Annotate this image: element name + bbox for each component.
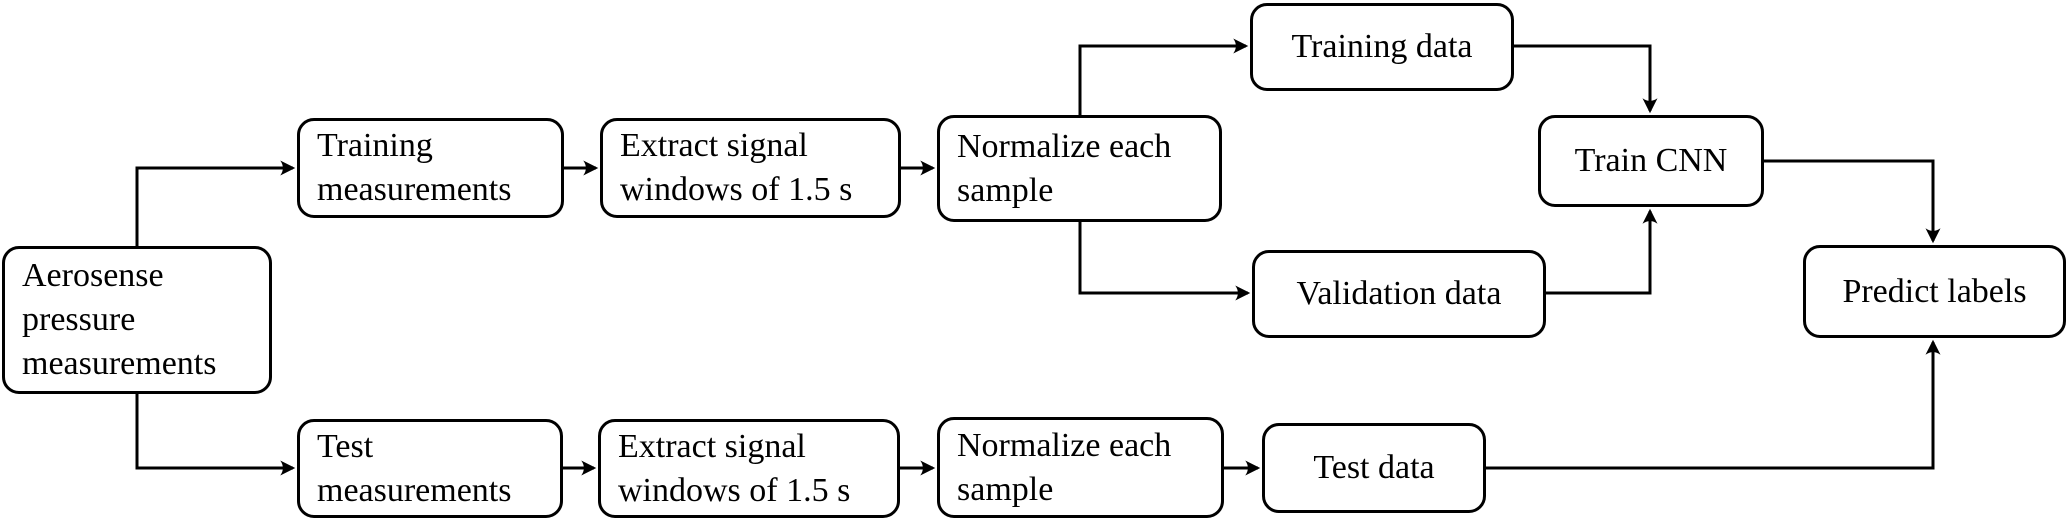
node-label: measurements [317,471,512,509]
node-label: Extract signal [620,127,808,164]
node-aerosense: Aerosense pressure measurements [2,246,272,394]
node-extract-windows-top: Extract signal windows of 1.5 s [600,118,901,218]
node-label: Validation data [1296,275,1502,312]
node-label: Test data [1313,449,1435,486]
node-label: pressure [22,301,136,338]
node-validation-data: Validation data [1252,250,1546,338]
node-predict-labels: Predict labels [1803,245,2066,338]
edge-aerosense-to-test-measurements [135,394,296,476]
node-extract-windows-bottom: Extract signal windows of 1.5 s [598,419,900,518]
node-label: measurements [22,345,217,382]
node-training-measurements: Training measurements [297,118,564,218]
edge-validation-data-to-train-cnn [1546,208,1658,295]
node-test-data: Test data [1262,423,1486,513]
node-normalize-bottom: Normalize each sample [937,417,1224,518]
edge-normalize-top-to-training-data [1078,38,1249,116]
node-label: windows of 1.5 s [620,171,853,208]
node-label: windows of 1.5 s [618,471,851,509]
node-label: Extract signal [618,427,806,465]
node-label: sample [957,171,1054,209]
node-label: sample [957,470,1054,508]
node-label: Test [317,427,374,465]
edge-normalize-top-to-validation-data [1078,221,1251,301]
node-normalize-top: Normalize each sample [937,115,1222,222]
node-label: Normalize each [957,426,1172,464]
node-train-cnn: Train CNN [1538,115,1764,207]
node-label: measurements [317,171,512,208]
node-label: Train CNN [1574,142,1728,179]
edge-aerosense-to-training-measurements [135,160,296,246]
node-label: Predict labels [1842,272,2027,310]
node-label: Training data [1291,28,1473,65]
node-label: Normalize each [957,127,1172,165]
node-label: Training [317,127,433,164]
edge-test-data-to-predict-labels [1486,339,1941,470]
node-label: Aerosense [22,257,164,294]
node-test-measurements: Test measurements [297,419,563,518]
node-training-data: Training data [1250,3,1514,91]
edge-training-data-to-train-cnn [1514,44,1658,114]
edge-train-cnn-to-predict-labels [1764,159,1941,244]
